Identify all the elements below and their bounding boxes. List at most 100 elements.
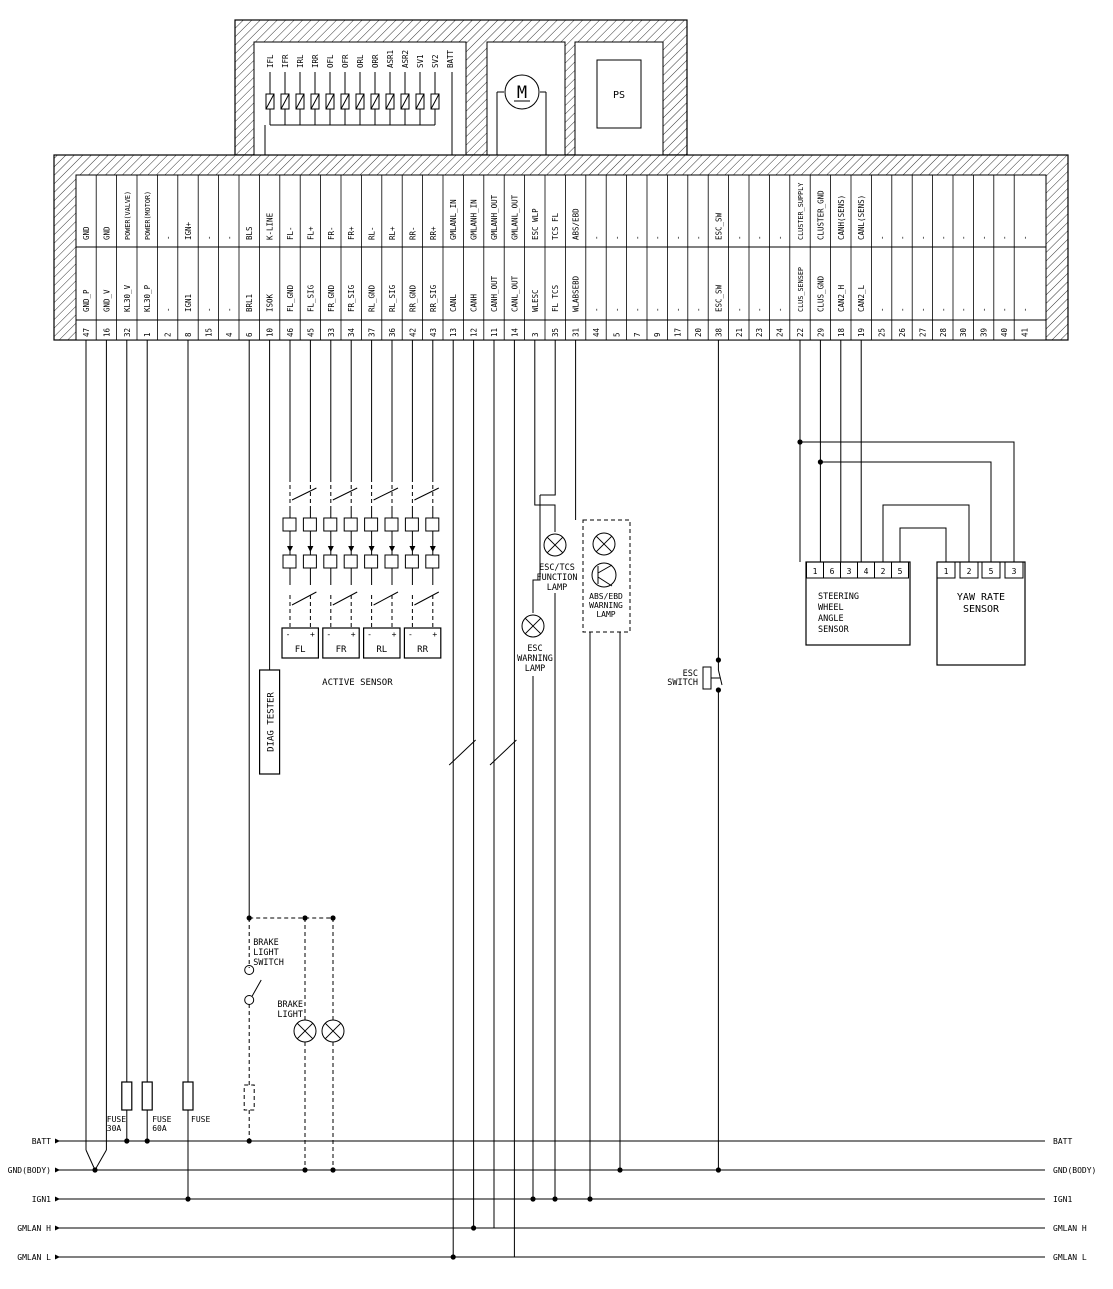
steering-sensor-label: SENSOR xyxy=(818,625,850,635)
pin-signal-label: CANH_OUT xyxy=(490,275,499,312)
pin-number: 1 xyxy=(143,332,152,337)
pin-signal-label: - xyxy=(204,307,213,312)
pin-function-label: - xyxy=(939,235,948,240)
pin-number: 44 xyxy=(592,327,601,337)
pin-signal-label: KL30_P xyxy=(143,284,152,312)
pin-32: POWER(VALVE)KL30_V32 xyxy=(116,175,132,340)
pin-number: 36 xyxy=(388,327,397,337)
pin-number: 14 xyxy=(510,327,519,337)
connector-pin xyxy=(343,554,358,569)
pin-signal-label: CLUS_GND xyxy=(816,275,825,312)
pin-number: 40 xyxy=(1000,327,1009,337)
pin-function-label: - xyxy=(164,235,173,240)
pin-function-label: - xyxy=(612,235,621,240)
yaw-pin-number: 1 xyxy=(944,567,949,576)
abs-ebd-lamp-label: ABS/EBD xyxy=(589,592,623,601)
pin-function-label: - xyxy=(735,235,744,240)
pin-signal-label: - xyxy=(1000,307,1009,312)
pin-signal-label: ESC_SW xyxy=(714,284,723,312)
pin-signal-label: - xyxy=(735,307,744,312)
pin-function-label: GND xyxy=(102,226,111,240)
pin-signal-label: RR_GND xyxy=(408,284,417,312)
valve-label-asr2: ASR2 xyxy=(401,50,410,68)
connector-arrow xyxy=(327,546,334,552)
brake-light-label: LIGHT xyxy=(277,1010,303,1020)
motor-label: M xyxy=(517,83,527,103)
pin-1: POWER(MOTOR)KL30_P1 xyxy=(136,175,152,340)
pin-signal-label: - xyxy=(755,307,764,312)
pin-signal-label: - xyxy=(1020,307,1029,312)
bus-label-left: IGN1 xyxy=(32,1195,51,1204)
transistor-collector xyxy=(597,564,613,574)
brake-switch-label: SWITCH xyxy=(253,958,284,968)
bus-gnd-body-: GND(BODY)GND(BODY) xyxy=(8,1166,1097,1175)
yaw-pin-box xyxy=(959,561,979,579)
pin-number: 38 xyxy=(714,327,723,337)
pin-number: 27 xyxy=(918,328,927,337)
pin-function-label: - xyxy=(959,235,968,240)
pin-function-label: - xyxy=(898,235,907,240)
fuse-label: 30A xyxy=(107,1124,122,1133)
pin-number: 8 xyxy=(184,332,193,337)
connector-pins: GNDGND_P47GNDGND_V16POWER(VALVE)KL30_V32… xyxy=(82,175,1029,340)
pin-function-label: FL- xyxy=(286,226,295,240)
pin-number: 33 xyxy=(327,328,336,337)
pressure-sensor: PS xyxy=(596,59,642,129)
wheel-sensor-label: FR xyxy=(336,645,347,655)
pin-function-label: GMLANL_IN xyxy=(449,199,458,240)
esc-switch-contact xyxy=(717,669,723,686)
pin-function-label: - xyxy=(653,235,662,240)
pin-signal-label: FR_SIG xyxy=(347,284,356,312)
pin-number: 32 xyxy=(123,328,132,337)
pin-function-label: - xyxy=(918,235,927,240)
pin-function-label: - xyxy=(592,235,601,240)
connector-pin xyxy=(282,554,297,569)
brake-switch-contact xyxy=(244,995,255,1005)
pin-number: 21 xyxy=(735,328,744,337)
steering-pin-number: 6 xyxy=(830,567,835,576)
pin-signal-label: CAN2_L xyxy=(857,284,866,312)
pin-signal-label: - xyxy=(653,307,662,312)
pin-number: 20 xyxy=(694,327,703,337)
pin-signal-label: FL_SIG xyxy=(306,284,315,312)
yaw-pin-number: 2 xyxy=(967,567,972,576)
pin-signal-label: FR_GND xyxy=(327,284,336,312)
shield-mark xyxy=(414,487,440,501)
fuse-label: FUSE xyxy=(107,1115,126,1124)
pin-number: 18 xyxy=(837,327,846,337)
transistor-emitter xyxy=(597,576,613,587)
shield-mark xyxy=(332,591,358,606)
pin-signal-label: CANL_OUT xyxy=(510,275,519,312)
pin-function-label: ESC WLP xyxy=(531,208,540,240)
yaw-rate-sensor xyxy=(936,561,1026,666)
pin-9: --9 xyxy=(646,175,662,340)
wire-can-sens xyxy=(899,527,947,562)
brake-switch-label: BRAKE xyxy=(253,938,279,948)
valve-label-orr: ORR xyxy=(371,54,380,68)
fuse xyxy=(141,1081,153,1111)
pin-signal-label: - xyxy=(633,307,642,312)
pin-signal-label: RR_SIG xyxy=(429,284,438,312)
pin-2: --2 xyxy=(156,175,173,340)
junction-dot xyxy=(715,687,722,693)
pin-number: 16 xyxy=(102,327,111,337)
pin-20: --20 xyxy=(687,175,703,340)
valve-label-ifl: IFL xyxy=(266,54,275,68)
wheel-sensor-fl: -+FL xyxy=(281,487,320,659)
polarity-plus: + xyxy=(392,630,397,639)
esc-switch-label: SWITCH xyxy=(667,678,698,688)
lamp-cross xyxy=(296,1022,314,1040)
connector-pin xyxy=(384,517,399,532)
pin-function-label: - xyxy=(694,235,703,240)
valve-label-irl: IRL xyxy=(296,54,305,68)
pin-function-label: CLUSTER_SUPPLY xyxy=(797,183,805,240)
